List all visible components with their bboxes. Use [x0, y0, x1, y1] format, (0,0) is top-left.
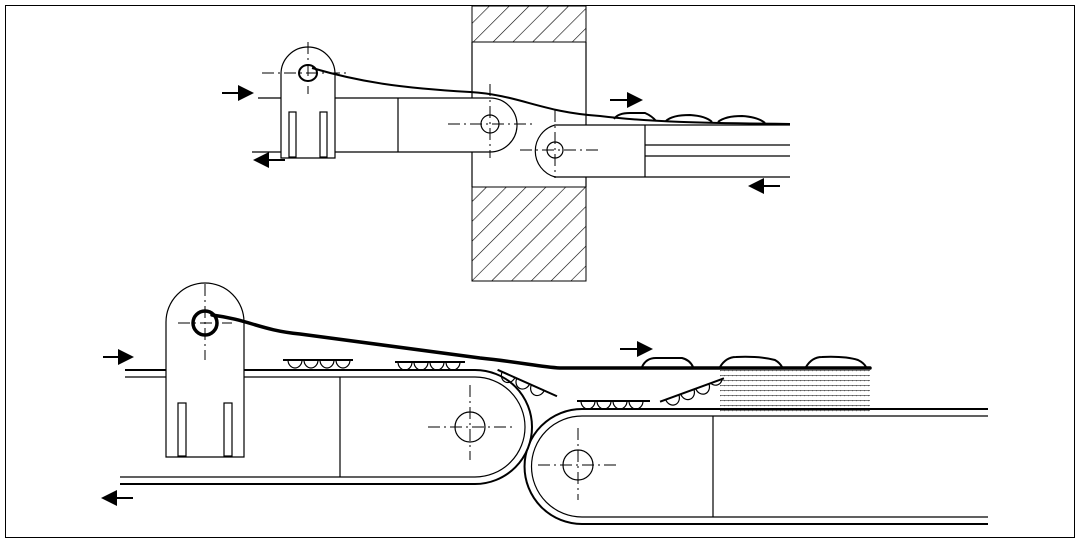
conveyor-2	[520, 110, 790, 178]
fabric-lump	[641, 357, 694, 368]
fabric-pleat-groups	[283, 359, 725, 410]
conveyor-2-belt-outer	[523, 408, 988, 525]
wall-section	[471, 5, 587, 282]
fabric-lumps	[613, 112, 766, 124]
pleat-group	[577, 400, 650, 410]
wall-hatch-lower	[471, 186, 587, 282]
fabric-lump	[717, 114, 766, 124]
pleat-group	[283, 359, 353, 369]
conveyor-2	[523, 408, 988, 525]
housing-slot	[177, 402, 187, 457]
feed-roller-housing	[165, 282, 245, 458]
fabric-lump	[805, 355, 867, 368]
housing-slot	[288, 111, 297, 158]
wall-hatch-upper	[471, 5, 587, 43]
pleat-group	[659, 377, 725, 406]
fabric-web	[210, 313, 872, 370]
housing-slot	[223, 402, 233, 457]
conveyor-1-belt-inner	[120, 376, 526, 478]
housing-outline	[280, 46, 336, 159]
fabric-lump	[613, 112, 657, 122]
conveyor-2-belt-inner	[530, 415, 988, 518]
fabric-web	[311, 67, 791, 125]
bottom-view	[101, 282, 988, 525]
pleated-fabric-stack	[720, 368, 870, 413]
housing-slot	[319, 111, 328, 158]
feed-roller-housing	[262, 42, 350, 159]
fabric-lump	[665, 113, 713, 123]
pleat-group	[395, 361, 465, 371]
fabric-lump	[719, 355, 783, 368]
conveyor-2-belt	[534, 124, 790, 178]
top-view	[222, 5, 791, 282]
pleat-group	[497, 368, 558, 398]
fabric-lumps	[641, 355, 867, 368]
